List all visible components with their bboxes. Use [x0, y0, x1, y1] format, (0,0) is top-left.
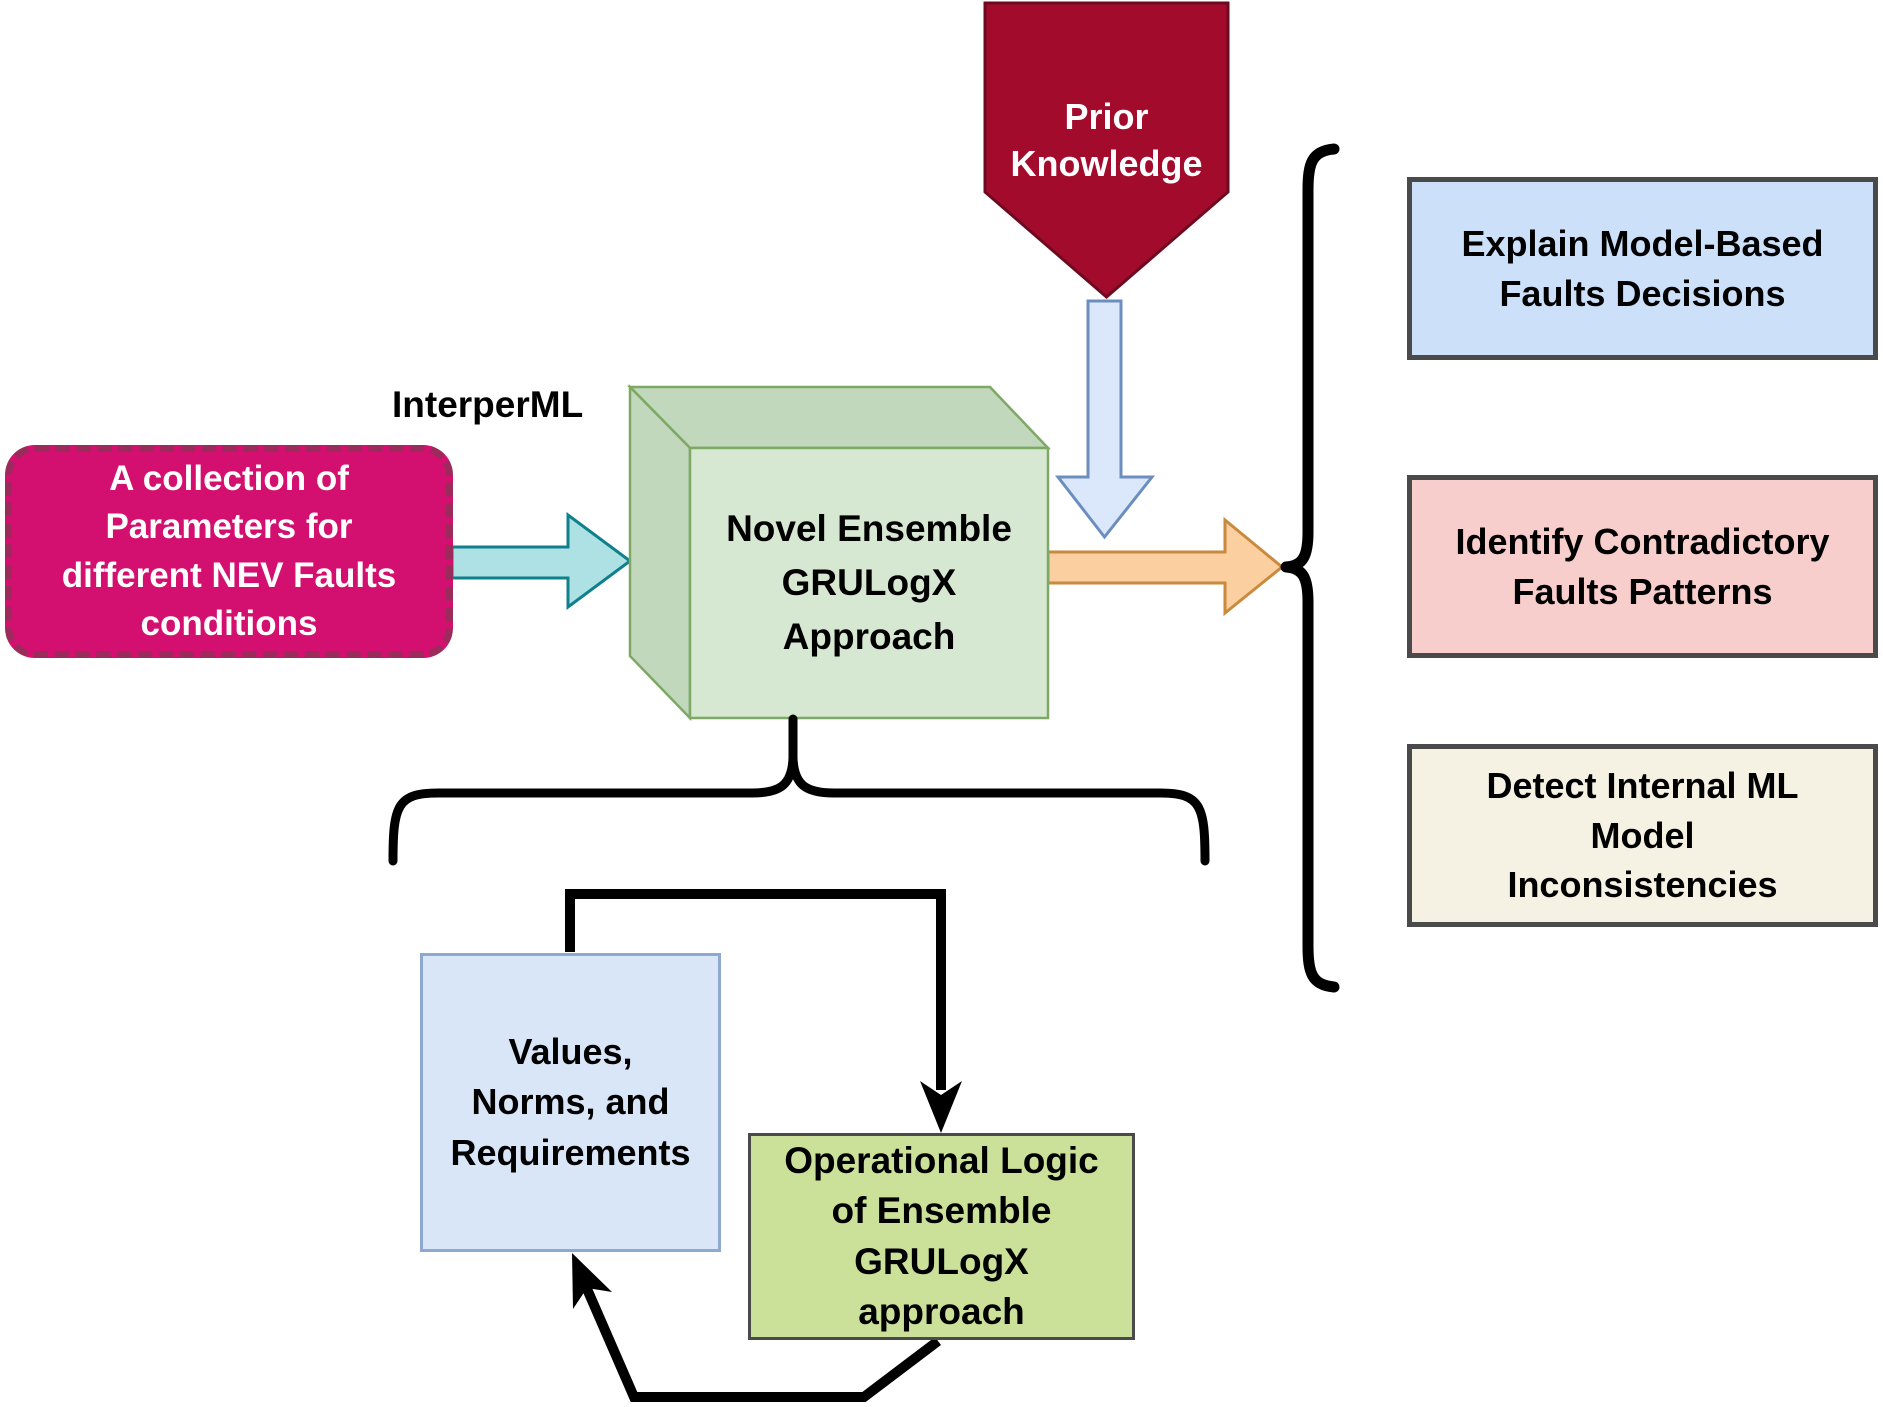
prior-knowledge-arrow	[1054, 299, 1156, 540]
output-arrow	[1046, 516, 1285, 617]
values-to-logic-connector	[565, 889, 946, 1090]
parameters-input-box: A collection of Parameters for different…	[5, 445, 453, 658]
prior-knowledge-pentagon	[983, 1, 1230, 299]
values-norms-requirements-box: Values, Norms, and Requirements	[420, 953, 721, 1252]
logic-to-values-arrowhead	[572, 1253, 612, 1309]
grulogx-cube-label: Novel Ensemble GRULogX Approach	[726, 507, 1012, 657]
interperml-label: InterperML	[392, 384, 584, 426]
logic-to-values-connector	[579, 1280, 942, 1402]
values-to-logic-arrowhead	[920, 1081, 962, 1133]
grulogx-cube-top-face	[627, 385, 1051, 450]
output-box-contradictory-patterns: Identify Contradictory Faults Patterns	[1407, 475, 1878, 658]
output-box-explain-decisions: Explain Model-Based Faults Decisions	[1407, 177, 1878, 360]
outputs-curly-brace	[1280, 143, 1340, 993]
output-box-internal-inconsistencies: Detect Internal ML Model Inconsistencies	[1407, 744, 1878, 927]
operational-logic-box: Operational Logic of Ensemble GRULogX ap…	[748, 1133, 1135, 1340]
grulogx-cube-front-face	[688, 446, 1050, 720]
cube-curly-brace	[388, 753, 1210, 866]
input-arrow	[450, 512, 633, 610]
prior-knowledge-label: Prior Knowledge	[1010, 96, 1203, 184]
